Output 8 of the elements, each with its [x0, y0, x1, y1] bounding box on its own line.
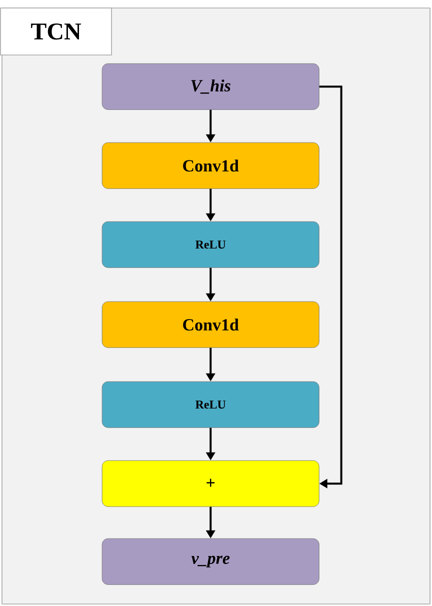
- process-box: ReLU: [102, 381, 320, 428]
- process-box: v_pre: [102, 538, 320, 585]
- process-box: V_his: [102, 63, 320, 110]
- process-box: Conv1d: [102, 301, 320, 348]
- process-box: +: [102, 460, 320, 507]
- skip-arrow: [319, 86, 342, 488]
- process-box: ReLU: [102, 221, 320, 268]
- process-box: Conv1d: [102, 142, 320, 189]
